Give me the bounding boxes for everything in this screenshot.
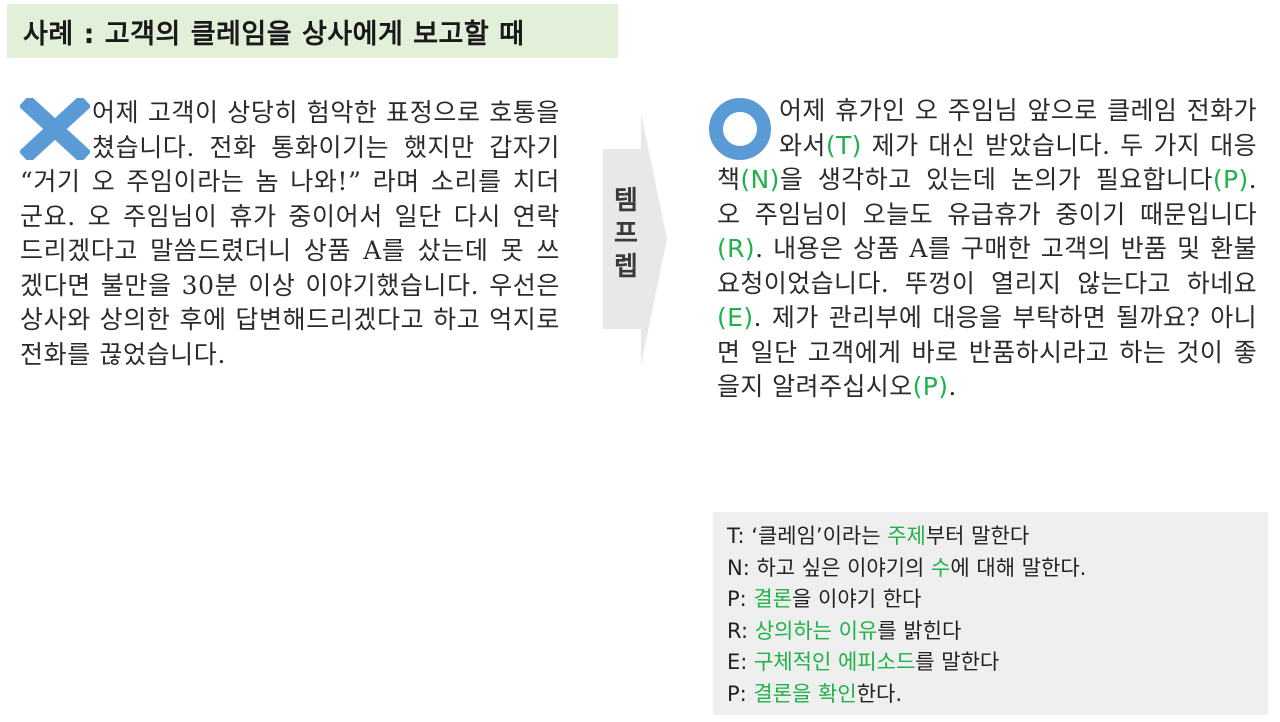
legend-highlight: 수 [931, 555, 951, 580]
structure-tag: (R) [717, 234, 756, 263]
good-example-segment: . 내용은 상품 A를 구매한 고객의 반품 및 환불 요청이었습니다. 뚜껑이… [717, 234, 1257, 298]
arrow-label-char: 템 [614, 186, 638, 216]
structure-tag: (P) [1212, 165, 1249, 194]
legend-text: 부터 말한다 [925, 524, 1030, 548]
legend-highlight: 주제 [887, 524, 926, 548]
legend-text: P: [727, 587, 754, 611]
legend-text: P: [727, 681, 754, 706]
legend-highlight: 상의하는 이유 [754, 618, 878, 643]
structure-tag: (T) [825, 130, 862, 160]
legend-line-t: T: ‘클레임’이라는 주제부터 말한다 [727, 521, 1254, 553]
bad-example-block: 어제 고객이 상당히 험악한 표정으로 호통을 쳤습니다. 전화 통화이기는 했… [20, 96, 560, 372]
good-example-segment: 제가 대신 받았습니다. 두 가지 대응책 [717, 130, 1257, 195]
arrow-icon [603, 113, 667, 365]
legend-text: R: [727, 618, 755, 643]
legend-highlight: 결론 [753, 587, 793, 611]
legend-text: 를 밝힌다 [877, 618, 962, 643]
circle-icon [709, 98, 771, 160]
legend-text: 에 대해 말한다. [950, 555, 1087, 580]
legend-text: 한다. [856, 681, 903, 706]
page-title: 사례 : 고객의 클레임을 상사에게 보고할 때 [7, 4, 618, 58]
structure-tag: (E) [717, 303, 754, 332]
arrow-label-char: 프 [614, 219, 638, 249]
legend-text: 을 이야기 한다 [792, 587, 922, 611]
good-example-segment: . 제가 관리부에 대응을 부탁하면 될까요? 아니면 일단 고객에게 바로 반… [717, 303, 1257, 401]
good-example-segment: . 오 주임님이 오늘도 유급휴가 중이기 때문입니다 [717, 165, 1257, 229]
legend-highlight: 결론을 확인 [753, 681, 857, 706]
legend-line-p: P: 결론을 이야기 한다 [727, 584, 1254, 616]
legend-text: E: [727, 650, 755, 674]
arrow-label-char: 렙 [614, 252, 638, 282]
legend-line-n: N: 하고 싶은 이야기의 수에 대해 말한다. [727, 553, 1254, 585]
arrow-label: 템 프 렙 [603, 185, 649, 284]
legend-text: N: 하고 싶은 이야기의 [727, 555, 932, 580]
legend-highlight: 구체적인 에피소드 [754, 650, 916, 674]
legend-text: T: ‘클레임’이라는 [727, 524, 888, 548]
legend-line-e: E: 구체적인 에피소드를 말한다 [727, 647, 1254, 679]
legend-line-p2: P: 결론을 확인한다. [727, 679, 1254, 711]
good-example-text: 어제 휴가인 오 주임님 앞으로 클레임 전화가 와서(T) 제가 대신 받았습… [717, 96, 1257, 401]
legend-text: 를 말한다 [915, 650, 1000, 674]
good-example-segment: 을 생각하고 있는데 논의가 필요합니다 [779, 165, 1213, 194]
good-example-segment: 어제 휴가인 오 주임님 앞으로 클레임 전화가 와서 [779, 96, 1257, 160]
legend-line-r: R: 상의하는 이유를 밝힌다 [727, 616, 1254, 648]
good-example-block: 어제 휴가인 오 주임님 앞으로 클레임 전화가 와서(T) 제가 대신 받았습… [709, 94, 1257, 405]
good-example-segment: . [948, 372, 957, 401]
structure-tag: (P) [912, 372, 949, 401]
structure-tag: (N) [740, 165, 780, 194]
cross-icon [20, 98, 90, 160]
bad-example-text: 어제 고객이 상당히 험악한 표정으로 호통을 쳤습니다. 전화 통화이기는 했… [20, 98, 560, 369]
